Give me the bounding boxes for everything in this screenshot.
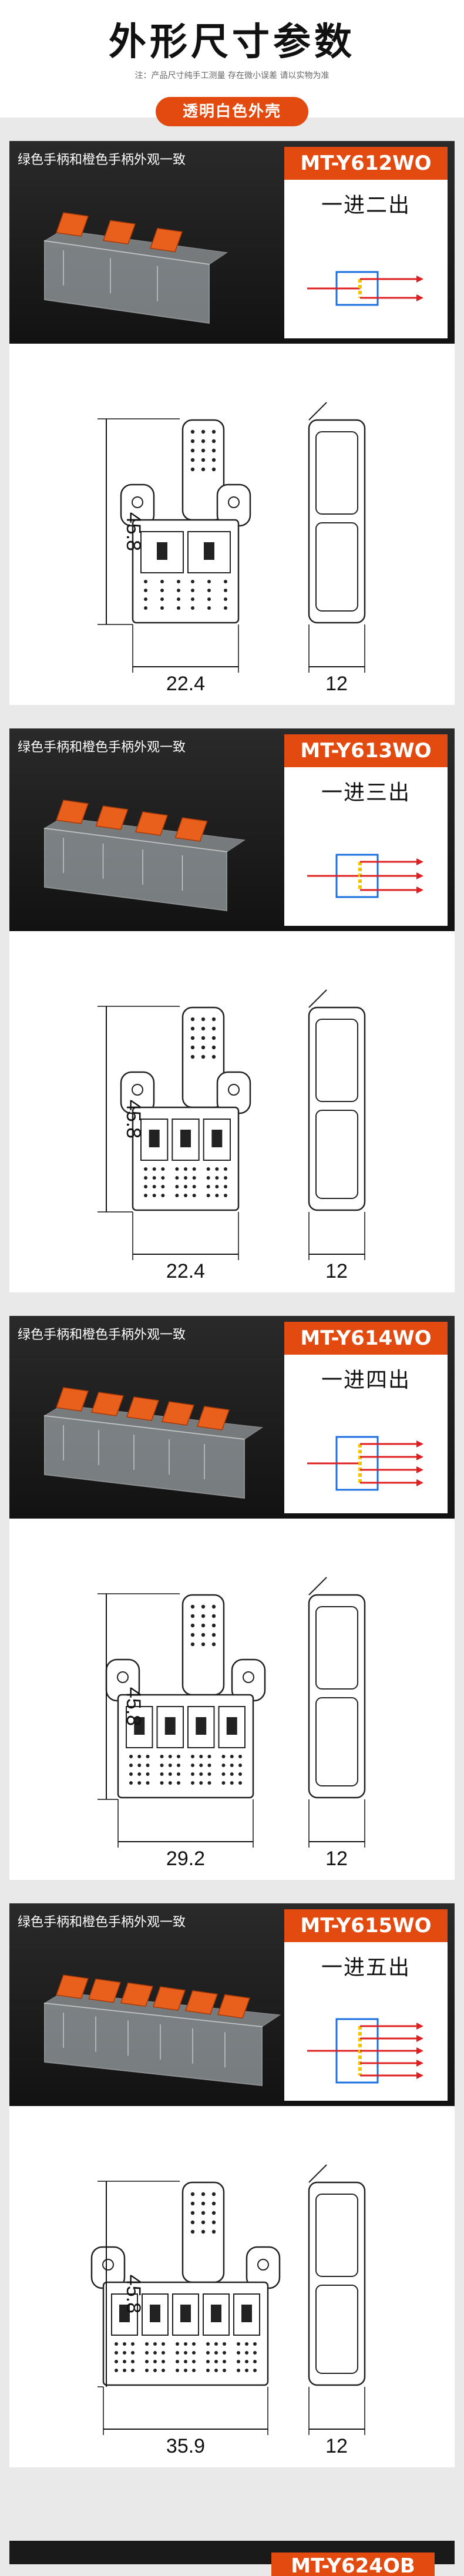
model-number-tag: MT-Y612WO bbox=[284, 147, 448, 180]
wiring-config-box: 一进四出 bbox=[284, 1355, 448, 1513]
handle-color-note: 绿色手柄和橙色手柄外观一致 bbox=[18, 1915, 186, 1930]
product-section: 绿色手柄和橙色手柄外观一致 MT-Y614WO 一进四出 45.8 29.2 12 bbox=[9, 1316, 455, 1880]
depth-dimension-label: 12 bbox=[325, 673, 348, 695]
wiring-config-box: 一进二出 bbox=[284, 180, 448, 338]
wiring-config-label: 一进二出 bbox=[321, 193, 411, 217]
height-dimension-label: 45.8 bbox=[122, 2275, 144, 2313]
wiring-config-label: 一进四出 bbox=[321, 1368, 411, 1392]
dimension-drawing: 45.8 35.9 12 bbox=[90, 2164, 366, 2457]
depth-dimension-label: 12 bbox=[325, 1848, 348, 1870]
width-dimension-label: 35.9 bbox=[166, 2435, 205, 2457]
page-title: 外形尺寸参数 bbox=[109, 21, 355, 64]
product-section: 绿色手柄和橙色手柄外观一致 MT-Y613WO 一进三出 45.8 22.4 12 bbox=[9, 728, 455, 1292]
width-dimension-label: 22.4 bbox=[166, 673, 205, 695]
wiring-config-label: 一进五出 bbox=[321, 1956, 411, 1980]
model-number-tag: MT-Y614WO bbox=[284, 1322, 448, 1355]
measurement-note: 注：产品尺寸纯手工测量 存在微小误差 请以实物为准 bbox=[135, 71, 329, 80]
dimension-drawing: 45.8 22.4 12 bbox=[97, 989, 366, 1282]
product-banner: 绿色手柄和橙色手柄外观一致 MT-Y614WO 一进四出 bbox=[9, 1316, 455, 1519]
width-dimension-label: 29.2 bbox=[166, 1848, 205, 1870]
wiring-diagram bbox=[307, 1436, 423, 1491]
depth-dimension-label: 12 bbox=[325, 1260, 348, 1282]
product-photo bbox=[43, 800, 246, 912]
dimension-drawing: 45.8 29.2 12 bbox=[97, 1577, 366, 1870]
height-dimension-label: 45.8 bbox=[122, 1687, 144, 1726]
product-photo bbox=[43, 1387, 264, 1499]
product-banner: 绿色手柄和橙色手柄外观一致 MT-Y613WO 一进三出 bbox=[9, 728, 455, 931]
model-number-tag: MT-Y613WO bbox=[284, 734, 448, 767]
product-banner: 绿色手柄和橙色手柄外观一致 MT-Y612WO 一进二出 bbox=[9, 141, 455, 344]
depth-dimension-label: 12 bbox=[325, 2435, 348, 2457]
height-dimension-label: 45.8 bbox=[122, 1100, 144, 1138]
handle-color-note: 绿色手柄和橙色手柄外观一致 bbox=[18, 1328, 186, 1342]
wiring-config-label: 一进三出 bbox=[321, 781, 411, 805]
shell-color-badge: 透明白色外壳 bbox=[156, 97, 308, 126]
wiring-diagram bbox=[307, 2018, 423, 2084]
height-dimension-label: 45.8 bbox=[122, 512, 144, 551]
model-number-tag: MT-Y615WO bbox=[284, 1909, 448, 1942]
product-section: 绿色手柄和橙色手柄外观一致 MT-Y615WO 一进五出 45.8 35.9 12 bbox=[9, 1903, 455, 2467]
next-model-tag: MT-Y624OB bbox=[271, 2553, 435, 2576]
product-photo bbox=[43, 1974, 281, 2087]
wiring-config-box: 一进三出 bbox=[284, 767, 448, 926]
handle-color-note: 绿色手柄和橙色手柄外观一致 bbox=[18, 740, 186, 755]
product-photo bbox=[43, 212, 228, 324]
dimension-drawing: 45.8 22.4 12 bbox=[97, 402, 366, 695]
wiring-config-box: 一进五出 bbox=[284, 1942, 448, 2101]
wiring-diagram bbox=[307, 854, 423, 898]
product-banner: 绿色手柄和橙色手柄外观一致 MT-Y615WO 一进五出 bbox=[9, 1903, 455, 2106]
handle-color-note: 绿色手柄和橙色手柄外观一致 bbox=[18, 153, 186, 167]
width-dimension-label: 22.4 bbox=[166, 1260, 205, 1282]
wiring-diagram bbox=[307, 271, 423, 306]
product-section: 绿色手柄和橙色手柄外观一致 MT-Y612WO 一进二出 45.8 22.4 12 bbox=[9, 141, 455, 705]
